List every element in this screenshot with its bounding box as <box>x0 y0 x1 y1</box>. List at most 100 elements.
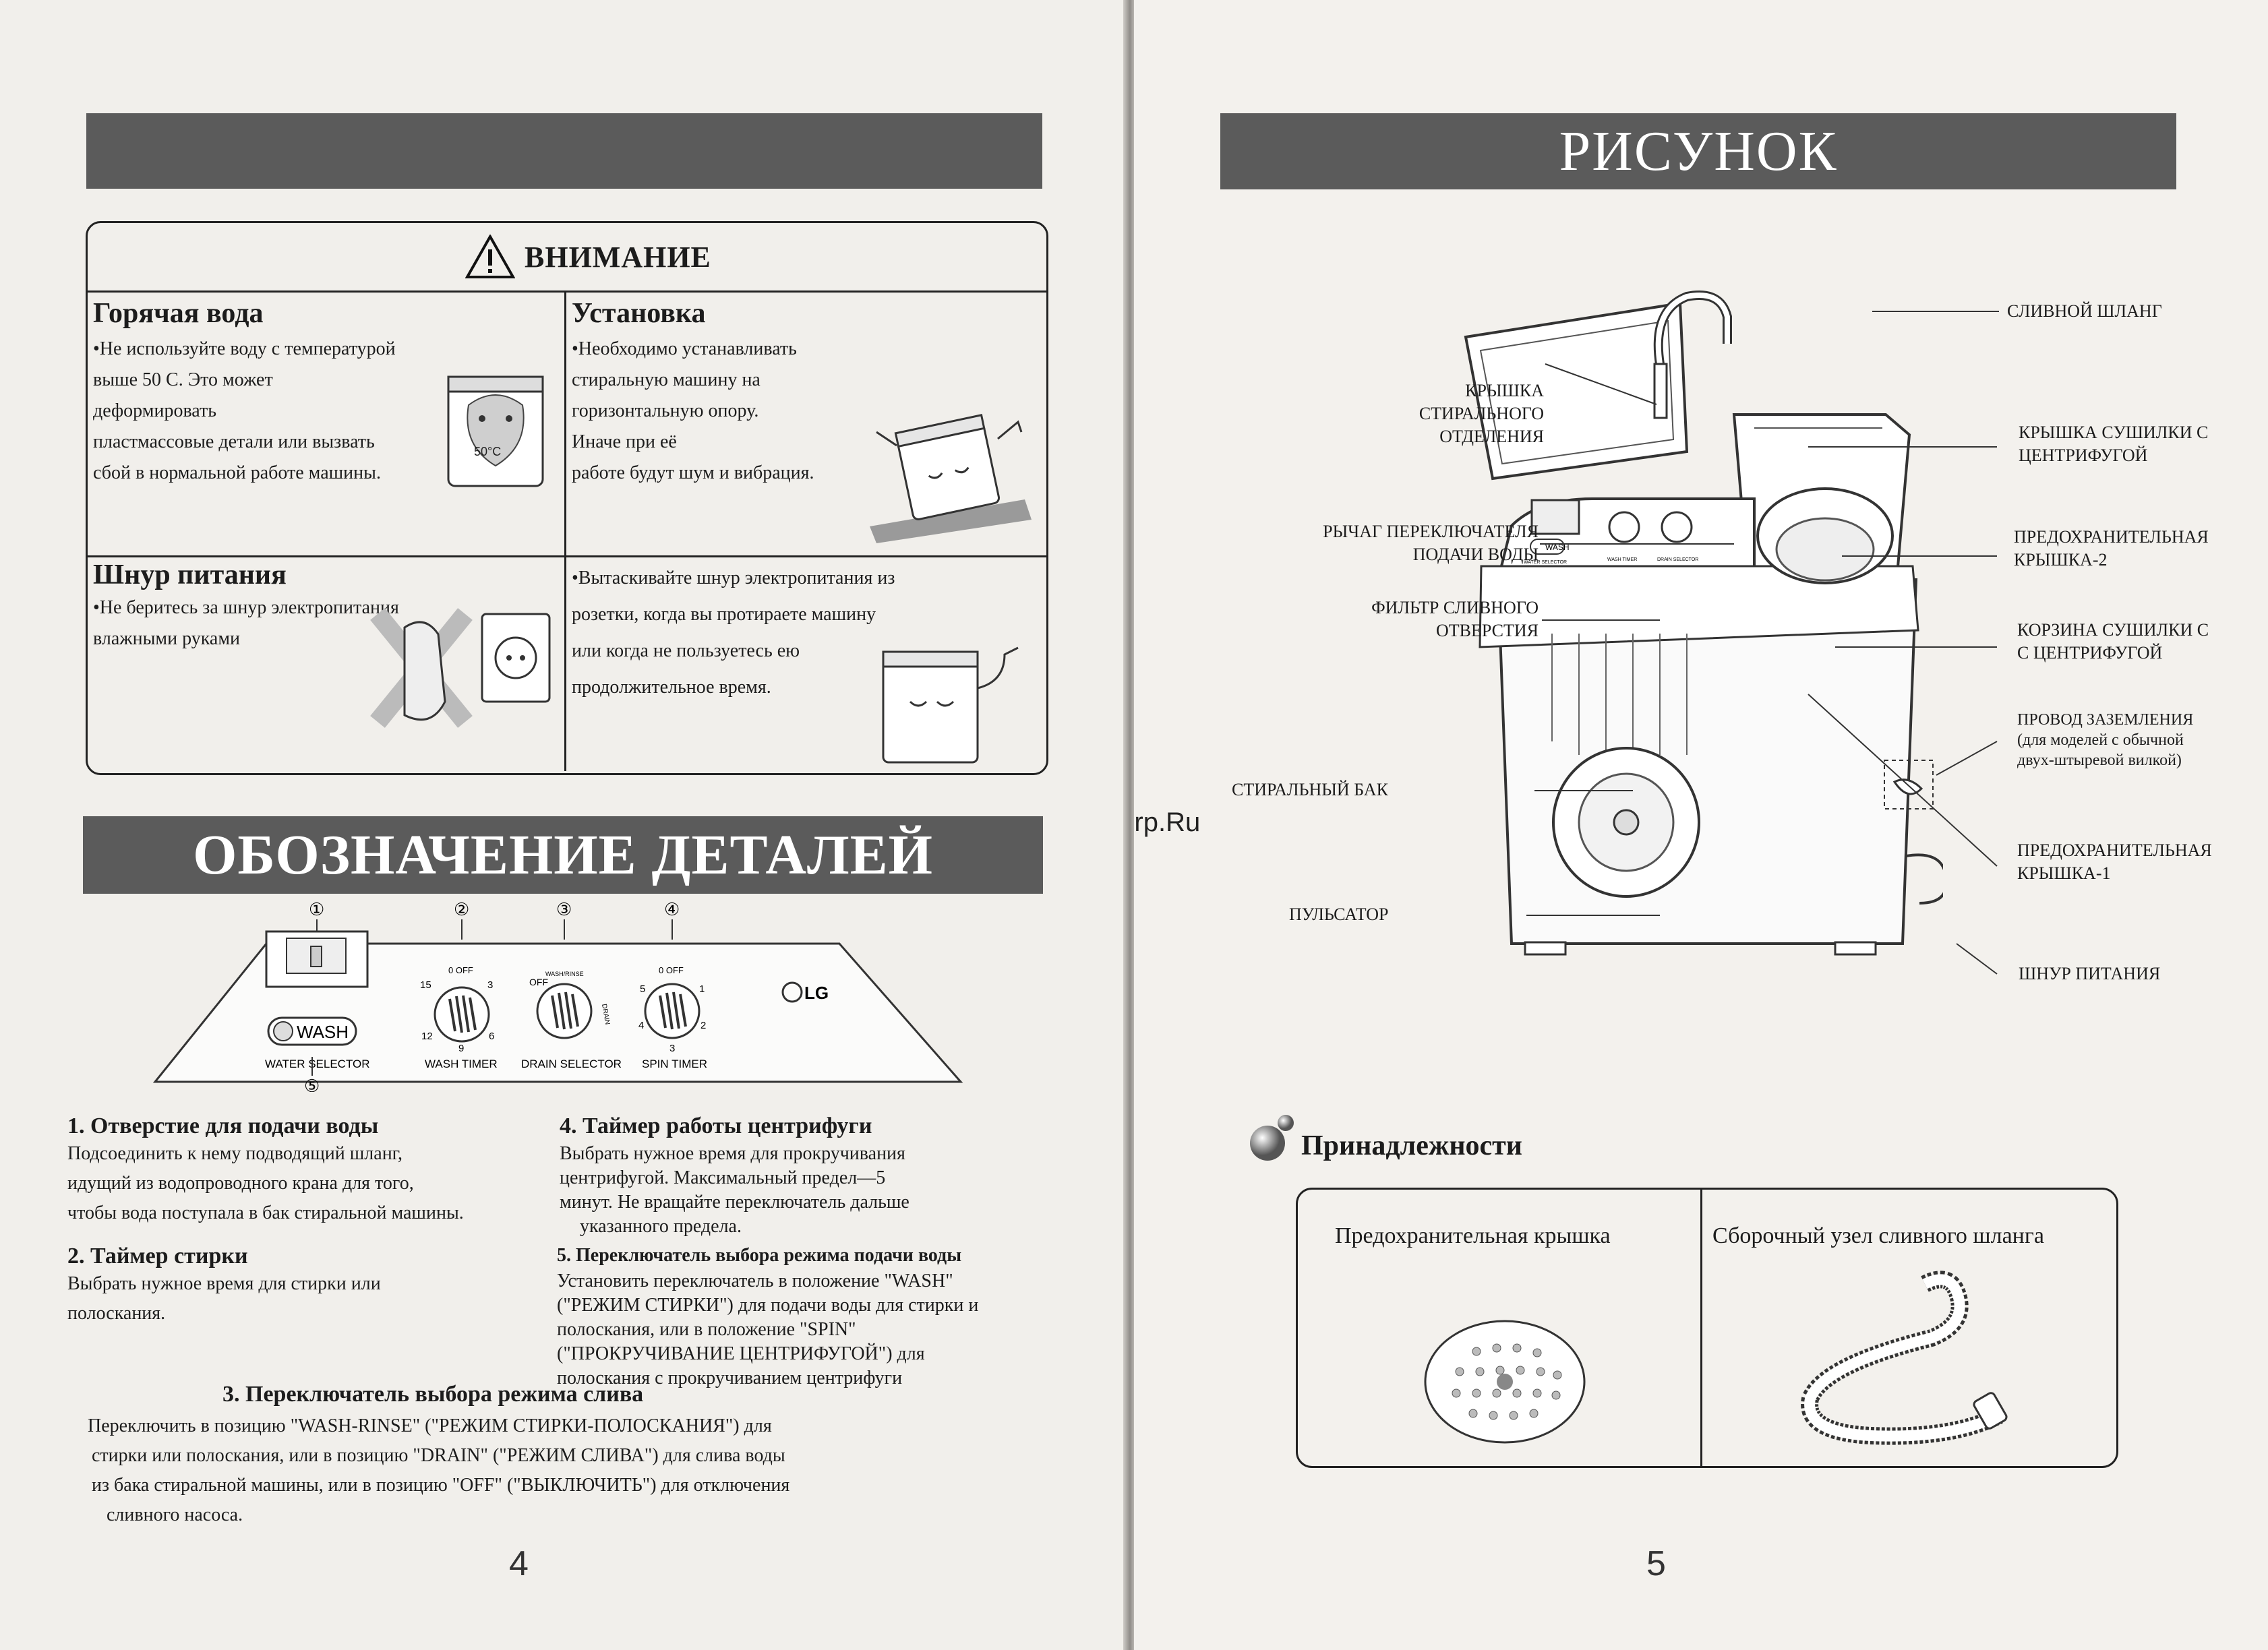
marker-4: ④ <box>664 899 680 919</box>
figure-banner-title: РИСУНОК <box>1559 120 1838 183</box>
section-2-line: Выбрать нужное время для стирки или <box>67 1273 381 1294</box>
spin-timer-off-tick: 0 OFF <box>659 965 684 975</box>
spin-timer-tick: 2 <box>700 1020 706 1031</box>
section-5-line: полоскания с прокручиванием центрифуги <box>557 1368 903 1388</box>
power-cord-line: •Не беритесь за шнур электропитания <box>93 597 399 618</box>
unplug-line: розетки, когда вы протираете машину <box>572 604 876 625</box>
section-2: 2. Таймер стирки Выбрать нужное время дл… <box>67 1244 580 1328</box>
drain-selector-knob[interactable] <box>536 983 593 1039</box>
section-4: 4. Таймер работы центрифуги Выбрать нужн… <box>560 1113 1072 1239</box>
power-cord-cell: Шнур питания •Не беритесь за шнур электр… <box>93 559 558 654</box>
install-line: •Необходимо устанавливать <box>572 338 797 359</box>
install-line: горизонтальную опору. <box>572 400 759 421</box>
machine-wash-button-label: WASH <box>1545 543 1570 552</box>
drain-selector-label: DRAIN SELECTOR <box>521 1058 622 1070</box>
wash-timer-tick: 15 <box>420 979 431 991</box>
unplug-line: •Вытаскивайте шнур электропитания из <box>572 568 895 588</box>
marker-3: ③ <box>556 899 572 919</box>
accessory-safety-lid-label: Предохранительная крышка <box>1335 1223 1611 1248</box>
wash-timer-label: WASH TIMER <box>425 1058 498 1070</box>
label-wash-tub: СТИРАЛЬНЫЙ БАК <box>1232 780 1388 799</box>
section-5-line: ("РЕЖИМ СТИРКИ") для подачи воды для сти… <box>557 1295 979 1316</box>
parts-banner: ОБОЗНАЧЕНИЕ ДЕТАЛЕЙ <box>83 816 1043 894</box>
section-5-line: ("ПРОКРУЧИВАНИЕ ЦЕНТРИФУГОЙ") для <box>557 1343 925 1364</box>
hot-water-line: пластмассовые детали или вызвать <box>93 431 375 452</box>
install-illustration <box>870 414 1032 543</box>
hot-water-line: выше 50 С. Это может <box>93 369 273 390</box>
section-4-line: центрифугой. Максимальный предел—5 <box>560 1167 886 1188</box>
section-5-line: Установить переключатель в положение "WA… <box>557 1271 953 1291</box>
install-title: Установка <box>572 298 706 329</box>
accessories-title: Принадлежности <box>1301 1130 1523 1161</box>
brand-label: LG <box>804 983 829 1003</box>
machine-wash-timer-label: WASH TIMER <box>1607 557 1637 562</box>
wash-timer-tick: 3 <box>487 979 493 991</box>
caution-box: ВНИМАНИЕ Горячая вода •Не используйте во… <box>86 221 1048 775</box>
figure-banner: РИСУНОК <box>1220 113 2176 189</box>
power-cord-title: Шнур питания <box>93 559 287 590</box>
spin-timer-tick: 4 <box>638 1020 644 1031</box>
install-cell: Установка •Необходимо устанавливать стир… <box>572 297 1037 489</box>
section-4-title: 4. Таймер работы центрифуги <box>560 1113 872 1138</box>
drain-tick-off: OFF <box>529 977 548 987</box>
left-top-banner <box>86 113 1042 189</box>
water-selector-label: WATER SELECTOR <box>265 1058 370 1070</box>
section-2-line: полоскания. <box>67 1303 166 1324</box>
unplug-cell: •Вытаскивайте шнур электропитания из роз… <box>572 560 1037 706</box>
section-5: 5. Переключатель выбора режима подачи во… <box>557 1245 1083 1391</box>
spin-timer-tick: 1 <box>699 983 705 995</box>
machine-wash-timer-knob <box>1608 511 1640 543</box>
washing-machine-diagram: WASH WATER SELECTOR WASH TIMER DRAIN SEL… <box>1464 291 1943 956</box>
wash-timer-tick: 9 <box>458 1043 464 1054</box>
wash-timer-tick: 12 <box>421 1031 433 1042</box>
caution-vertical-divider <box>564 291 566 771</box>
drain-tick-wash-rinse: WASH/RINSE <box>545 971 584 977</box>
section-5-line: полоскания, или в положение "SPIN" <box>557 1319 856 1340</box>
bubble-bullet-icon <box>1250 1115 1294 1161</box>
power-cord-line: влажными руками <box>93 628 241 649</box>
page-number-right: 5 <box>1646 1544 1666 1583</box>
label-pulsator: ПУЛЬСАТОР <box>1289 905 1389 924</box>
wash-timer-knob[interactable] <box>434 986 490 1043</box>
section-4-line: минут. Не вращайте переключатель дальше <box>560 1192 909 1213</box>
section-3-line: сливного насоса. <box>107 1504 243 1525</box>
machine-drain-selector-label: DRAIN SELECTOR <box>1657 557 1698 562</box>
caution-header: ВНИМАНИЕ <box>88 223 1046 293</box>
page-number-left: 4 <box>509 1544 529 1583</box>
caution-horizontal-divider <box>88 555 1046 557</box>
wash-timer-off-tick: 0 OFF <box>448 965 473 975</box>
control-panel-diagram: ① WASH WATER SELECTOR ⑤ ② 0 OFF 15 3 12 … <box>152 899 963 1092</box>
drain-tick-drain: DRAIN <box>600 1004 611 1026</box>
section-1-line: чтобы вода поступала в бак стиральной ма… <box>67 1202 464 1223</box>
label-drain-hose: СЛИВНОЙ ШЛАНГ <box>2007 301 2162 321</box>
watermark: McGrp.Ru <box>1134 807 1201 837</box>
hot-water-illustration: 50°C <box>447 375 544 487</box>
label-power-cord: ШНУР ПИТАНИЯ <box>2019 964 2161 983</box>
marker-1: ① <box>309 899 324 919</box>
left-page: ВНИМАНИЕ Горячая вода •Не используйте во… <box>0 0 1126 1650</box>
hot-water-line: •Не используйте воду с температурой <box>93 338 396 359</box>
hot-water-line: деформировать <box>93 400 216 421</box>
unplug-line: продолжительное время. <box>572 677 771 698</box>
hot-water-cell: Горячая вода •Не используйте воду с темп… <box>93 297 558 489</box>
machine-drain-knob <box>1661 511 1693 543</box>
right-page: РИСУНОК McGrp.Ru WASH WATER SELECTOR WAS… <box>1134 0 2268 1650</box>
book-fold <box>1123 0 1137 1650</box>
section-3: 3. Переключатель выбора режима слива Пер… <box>88 1382 964 1530</box>
marker-2: ② <box>454 899 469 919</box>
marker-5: ⑤ <box>304 1076 320 1092</box>
lg-logo-icon <box>781 981 803 1003</box>
wash-timer-tick: 6 <box>489 1031 494 1042</box>
warning-triangle-icon <box>465 235 515 278</box>
section-4-line: указанного предела. <box>580 1216 742 1237</box>
leader-lines <box>1526 311 1999 975</box>
spin-timer-knob[interactable] <box>644 983 700 1039</box>
